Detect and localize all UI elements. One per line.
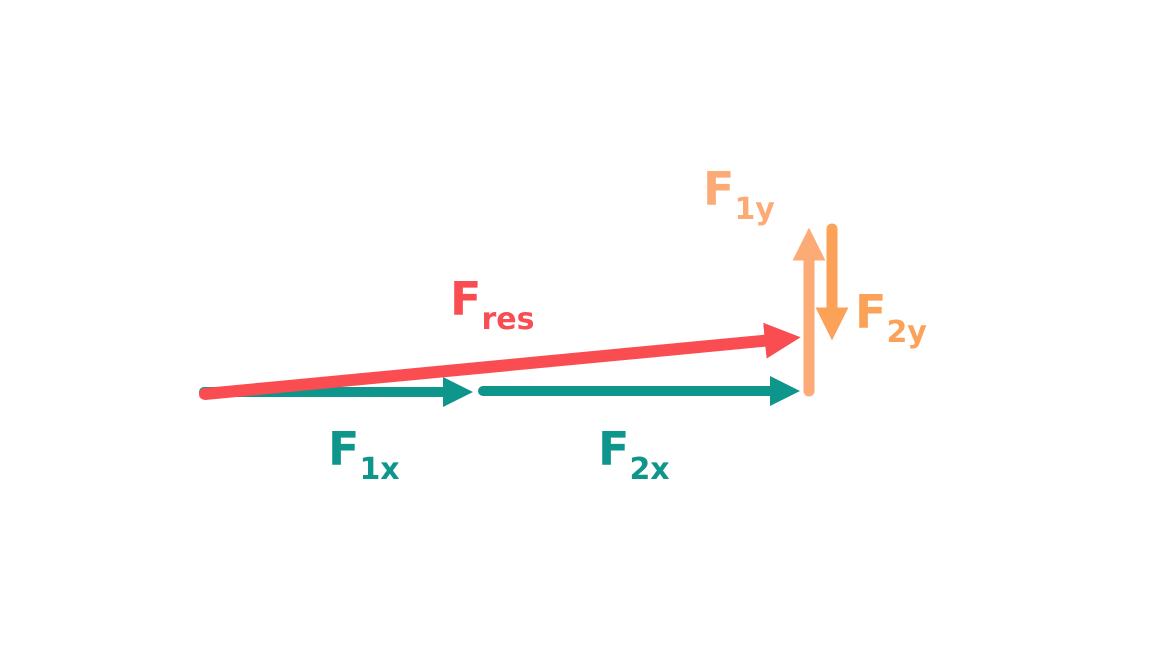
label-f2x: F2x <box>598 422 670 487</box>
f-res-vector <box>199 322 801 400</box>
label-f-res-sub: res <box>481 302 534 337</box>
label-f2x-base: F <box>598 422 629 476</box>
label-f2y-sub: 2y <box>886 315 927 350</box>
label-f2y: F2y <box>855 285 927 350</box>
label-f1y-base: F <box>703 162 734 216</box>
label-f-res: Fres <box>450 272 534 337</box>
label-f2x-sub: 2x <box>629 452 669 487</box>
label-f2y-base: F <box>855 285 886 339</box>
label-f1x-base: F <box>328 422 359 476</box>
label-f1x: F1x <box>328 422 400 487</box>
label-f1y-sub: 1y <box>734 192 775 227</box>
label-f-res-base: F <box>450 272 481 326</box>
label-f1x-sub: 1x <box>359 452 399 487</box>
label-f1y: F1y <box>703 162 775 227</box>
